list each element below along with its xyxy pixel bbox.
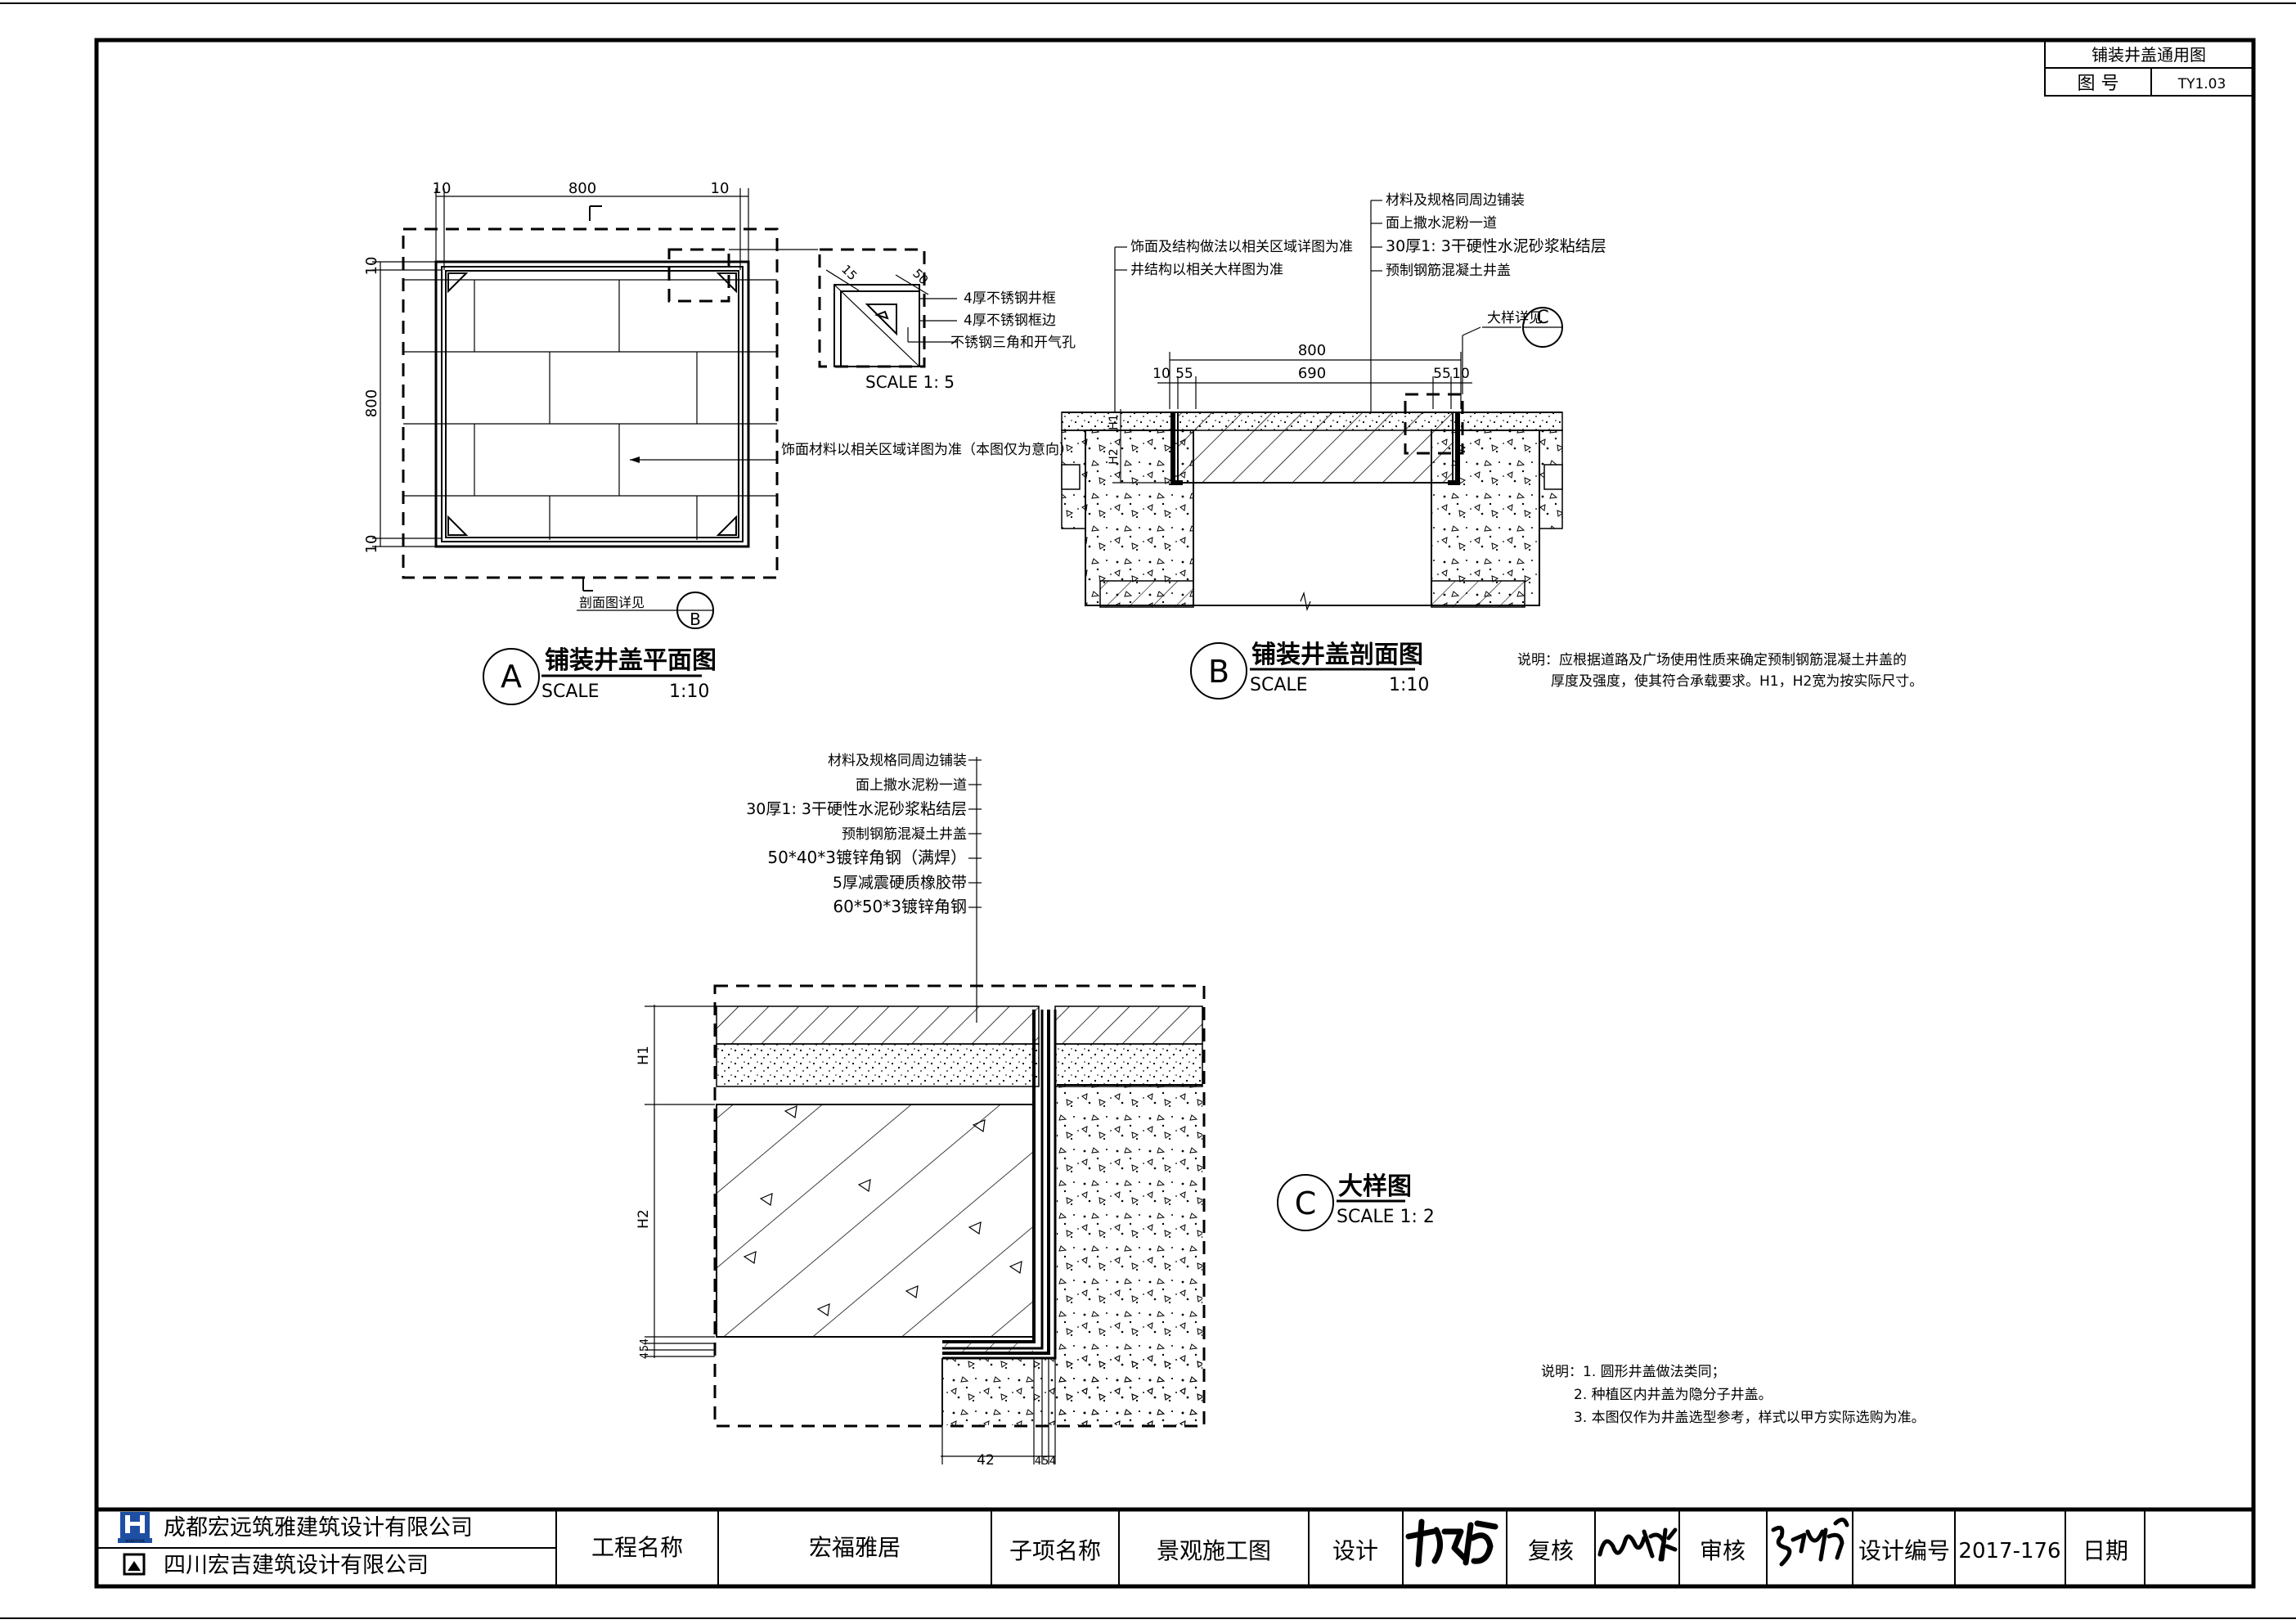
detail-callout-2: 面上撒水泥粉一道 (856, 777, 967, 794)
plan-side-dim-top: 10 (363, 257, 380, 276)
company-1: 成都宏远筑雅建筑设计有限公司 (164, 1515, 473, 1541)
section-view: 大样详见 C 800 10 55 690 55 10 H1 H2 饰面及结构做法… (1061, 192, 1606, 612)
section-dim-690: 690 (1298, 365, 1326, 382)
detail-callout-3: 30厚1: 3干硬性水泥砂浆粘结层 (746, 800, 967, 818)
sub-label: 子项名称 (1009, 1537, 1101, 1564)
section-scale-label: SCALE (1250, 675, 1308, 695)
drawing-no: TY1.03 (2177, 76, 2226, 92)
title-block: HONGYUAN 成都宏远筑雅建筑设计有限公司 四川宏吉建筑设计有限公司 工程名… (97, 1507, 2253, 1586)
detail-side-4a: 4 (639, 1338, 651, 1345)
plan-title-mark: A (501, 659, 522, 695)
section-title: B 铺装井盖剖面图 SCALE 1:10 (1190, 641, 1429, 700)
drawing-title: 铺装井盖通用图 (2092, 45, 2206, 65)
section-right-note-2: 面上撒水泥粉一道 (1386, 215, 1497, 232)
detail-title-text: 大样图 (1338, 1172, 1412, 1201)
detail-side-5: 5 (639, 1345, 651, 1352)
detail-bottom-4a: 4 (1035, 1455, 1041, 1468)
plan-corner-detail: 15 50 4厚不锈钢井框 4厚不锈钢框边 不锈钢三角和开气孔 SCALE 1:… (818, 248, 1076, 392)
detail-label-vent: 不锈钢三角和开气孔 (950, 335, 1076, 351)
company-2: 四川宏吉建筑设计有限公司 (164, 1553, 429, 1578)
plan-dim-span: 800 (568, 180, 596, 197)
section-dim-10-right: 10 (1452, 366, 1470, 382)
section-right-note-4: 预制钢筋混凝土井盖 (1386, 263, 1511, 279)
designer-signature (1405, 1518, 1498, 1568)
company2-logo (123, 1553, 146, 1576)
code-value: 2017-176 (1958, 1539, 2060, 1563)
detail-scale: SCALE 1: 2 (1337, 1207, 1435, 1227)
detail-scale: SCALE 1: 5 (865, 372, 955, 392)
detail-view: H1 H2 4 5 4 42 4 5 4 (636, 757, 1206, 1469)
detail-bottom-5: 5 (1042, 1455, 1049, 1468)
section-note-line2: 厚度及强度，使其符合承载要求。H1，H2宽为按实际尺寸。 (1551, 673, 1923, 690)
section-dim-h2: H2 (1108, 448, 1121, 464)
detail-bottom-42: 42 (977, 1452, 995, 1469)
drawing-number-box: 铺装井盖通用图 图 号 TY1.03 (2044, 39, 2254, 97)
section-title-mark: B (1208, 654, 1229, 690)
plan-scale-value: 1:10 (669, 682, 709, 702)
detail-note-1: 说明：1. 圆形井盖做法类同； (1541, 1364, 1726, 1380)
plan-section-ref: 剖面图详见 (579, 595, 645, 610)
detail-callout-6: 5厚减震硬质橡胶带 (833, 874, 967, 892)
section-right-note-3: 30厚1: 3干硬性水泥砂浆粘结层 (1386, 237, 1606, 255)
detail-label-frame: 4厚不锈钢井框 (964, 290, 1056, 307)
detail-note-3: 3. 本图仅作为井盖选型参考，样式以甲方实际选购为准。 (1574, 1410, 1925, 1426)
plan-title: A 铺装井盖平面图 SCALE 1:10 (483, 646, 717, 705)
plan-scale-label: SCALE (541, 682, 600, 702)
plan-dim-edge-left: 10 (433, 180, 452, 197)
review-label: 审核 (1700, 1537, 1746, 1564)
detail-callout-4: 预制钢筋混凝土井盖 (842, 826, 967, 843)
section-dim-55-right: 55 (1433, 366, 1451, 382)
plan-side-dim-span: 800 (363, 389, 380, 417)
section-dim-55-left: 55 (1175, 366, 1193, 382)
plan-title-text: 铺装井盖平面图 (545, 646, 717, 675)
detail-notes: 说明：1. 圆形井盖做法类同； 2. 种植区内井盖为隐分子井盖。 3. 本图仅作… (1541, 1364, 1925, 1426)
detail-bottom-4b: 4 (1049, 1455, 1056, 1468)
section-scale-value: 1:10 (1389, 675, 1429, 695)
checker-signature (1597, 1527, 1678, 1562)
section-detail-ref-mark: C (1536, 308, 1548, 328)
date-label: 日期 (2083, 1537, 2128, 1564)
sub-value: 景观施工图 (1157, 1537, 1271, 1564)
plan-section-ref-mark: B (690, 610, 701, 629)
section-detail-ref: 大样详见 (1487, 310, 1543, 326)
detail-side-4b: 4 (639, 1352, 651, 1359)
plan-side-dim-bottom: 10 (363, 535, 380, 554)
detail-note-2: 2. 种植区内井盖为隐分子井盖。 (1574, 1387, 1773, 1403)
detail-label-edge: 4厚不锈钢框边 (964, 313, 1056, 329)
detail-side-h1: H1 (636, 1046, 652, 1065)
detail-side-h2: H2 (636, 1209, 652, 1229)
check-label: 复核 (1528, 1537, 1574, 1564)
section-left-note-2: 井结构以相关大样图为准 (1130, 262, 1283, 278)
detail-callouts: 材料及规格同周边铺装 面上撒水泥粉一道 30厚1: 3干硬性水泥砂浆粘结层 预制… (746, 753, 982, 916)
drawing-frame (94, 38, 2256, 1589)
section-left-note-1: 饰面及结构做法以相关区域详图为准 (1130, 239, 1353, 255)
logo-text: HONGYUAN (125, 1539, 144, 1543)
detail-callout-7: 60*50*3镀锌角钢 (833, 897, 967, 916)
project-label: 工程名称 (591, 1534, 683, 1561)
section-dim-total: 800 (1298, 342, 1326, 359)
code-label: 设计编号 (1858, 1537, 1950, 1564)
plan-note: 饰面材料以相关区域详图为准（本图仅为意向） (781, 442, 1073, 458)
detail-title-mark: C (1295, 1185, 1317, 1221)
detail-title: C 大样图 SCALE 1: 2 (1277, 1172, 1435, 1231)
plan-dim-edge-right: 10 (711, 180, 730, 197)
plan-view: 10 800 10 10 800 10 (363, 180, 1073, 629)
reviewer-signature (1771, 1518, 1849, 1567)
section-dim-10-left: 10 (1152, 366, 1170, 382)
detail-callout-5: 50*40*3镀锌角钢（满焊） (767, 848, 967, 867)
drawing-no-label: 图 号 (2078, 74, 2119, 94)
company-logo: HONGYUAN (118, 1512, 152, 1543)
detail-callout-1: 材料及规格同周边铺装 (828, 753, 967, 769)
project-value: 宏福雅居 (809, 1534, 901, 1561)
section-right-note-1: 材料及规格同周边铺装 (1386, 192, 1525, 209)
design-label: 设计 (1332, 1537, 1378, 1564)
section-note-line1: 说明：应根据道路及广场使用性质来确定预制钢筋混凝土井盖的 (1517, 651, 1907, 668)
section-dim-h1: H1 (1108, 414, 1121, 430)
section-title-text: 铺装井盖剖面图 (1251, 641, 1423, 669)
